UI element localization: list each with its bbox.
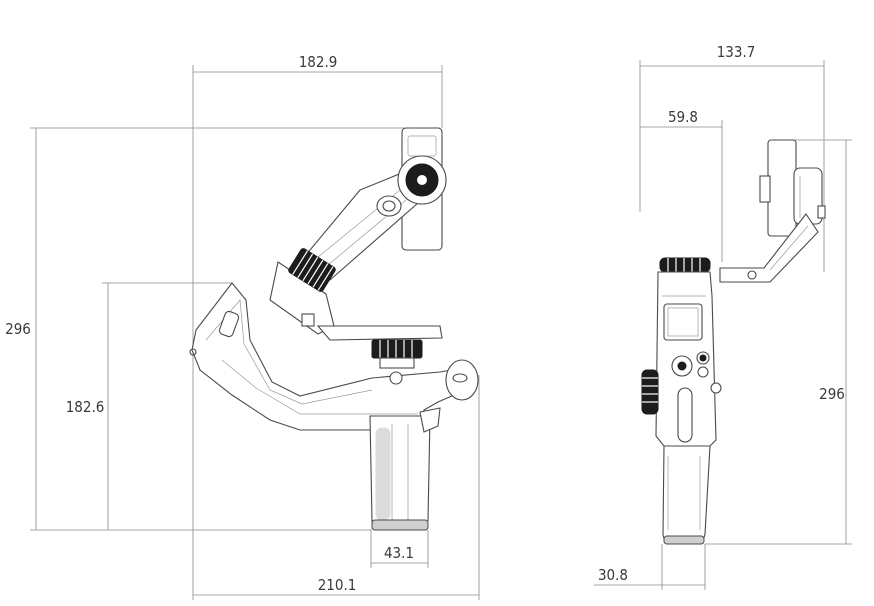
side-total-height-label: 296	[5, 320, 31, 338]
side-view-gimbal	[189, 127, 479, 531]
front-total-height-label: 296	[819, 385, 845, 403]
side-handle-height-label: 182.6	[66, 398, 105, 416]
front-base-width-label: 30.8	[598, 566, 628, 584]
front-view-dimensions	[594, 60, 852, 590]
side-bottom-width-label: 210.1	[318, 576, 357, 594]
side-grip-width-label: 43.1	[384, 544, 414, 562]
front-arm-offset-label: 59.8	[668, 108, 698, 126]
front-view-gimbal	[641, 139, 826, 545]
side-top-width-label: 182.9	[299, 53, 338, 71]
front-total-width-label: 133.7	[717, 43, 756, 61]
side-view-dimensions	[30, 65, 480, 600]
